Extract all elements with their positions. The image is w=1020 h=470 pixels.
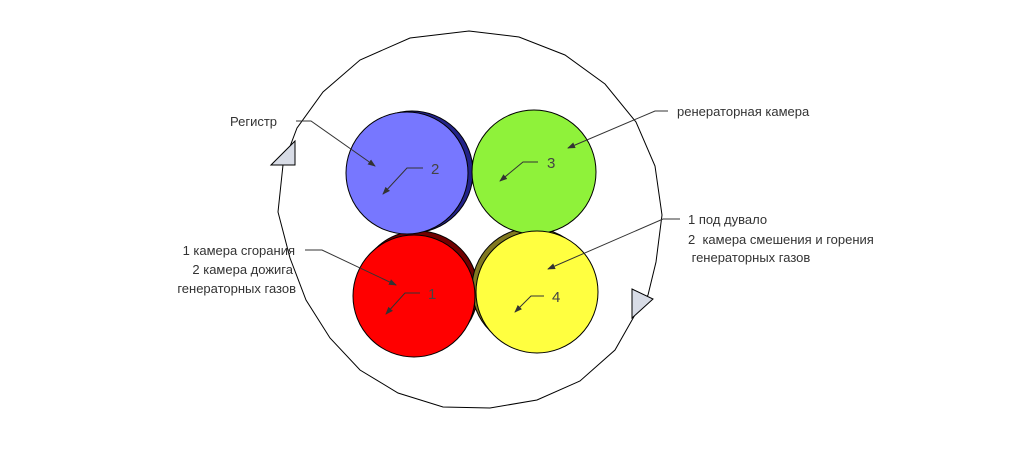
left-label-line-1: 1 камера сгорания xyxy=(183,243,295,258)
num3-leader xyxy=(499,161,538,182)
outer-rotation-circle xyxy=(277,30,663,409)
left-label-leader xyxy=(305,249,397,286)
num4-leader xyxy=(514,295,544,313)
register-leader xyxy=(296,120,376,167)
chamber-4-number: 4 xyxy=(552,289,560,306)
register-label: Регистр xyxy=(230,114,277,129)
right-label-line-1: 1 под дувало xyxy=(688,212,767,227)
generator-chamber-leader xyxy=(567,110,668,149)
num1-leader xyxy=(385,292,420,315)
num2-leader xyxy=(382,167,423,195)
chamber-3 xyxy=(471,109,597,235)
bottom-right-arrow-icon xyxy=(631,288,654,320)
right-label-line-3: генераторных газов xyxy=(688,250,810,265)
left-label-line-3: генераторных газов xyxy=(177,281,296,296)
right-label-line-2: 2 камера смешения и горения xyxy=(688,232,874,247)
chamber-3-number: 3 xyxy=(547,155,555,172)
chamber-4 xyxy=(475,230,599,354)
generator-chamber-label: ренераторная камера xyxy=(677,104,810,119)
right-label-leader xyxy=(547,218,680,270)
left-label-line-2: 2 камера дожига xyxy=(192,262,293,277)
chamber-2 xyxy=(345,111,469,235)
chamber-1-number: 1 xyxy=(428,286,436,303)
top-left-arrow-icon xyxy=(269,139,296,166)
chamber-1 xyxy=(352,234,476,358)
chamber-2-number: 2 xyxy=(431,161,439,178)
